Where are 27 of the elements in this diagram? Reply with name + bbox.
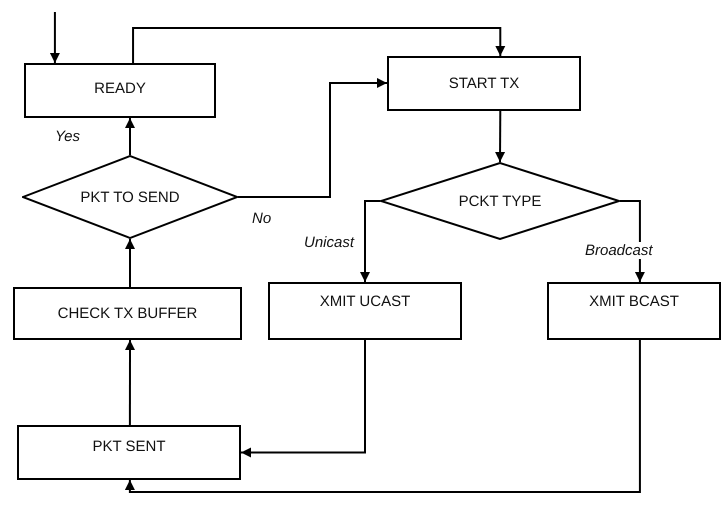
arrow [125, 239, 135, 287]
decision-diamond [380, 162, 620, 240]
node-label: XMIT BCAST [589, 292, 679, 310]
node-label: CHECK TX BUFFER [58, 305, 198, 322]
arrow [124, 340, 641, 493]
process-box [24, 63, 216, 118]
arrow [125, 340, 135, 425]
arrow [360, 200, 380, 282]
process-box [13, 287, 242, 340]
arrow [241, 340, 366, 458]
decision-diamond [22, 155, 238, 239]
node-label: PKT TO SEND [80, 188, 180, 206]
node-label: XMIT UCAST [320, 292, 410, 310]
node-label: PKT SENT [92, 438, 166, 455]
process-box [387, 56, 581, 111]
arrow [50, 12, 60, 63]
node-label: PCKT TYPE [458, 192, 542, 210]
arrow [495, 111, 506, 162]
node-label: START TX [448, 75, 520, 92]
arrow [125, 118, 135, 155]
process-box [268, 282, 462, 340]
process-box [547, 282, 721, 340]
node-label: READY [94, 80, 146, 97]
arrow [132, 27, 506, 63]
arrow [238, 78, 387, 198]
edge-label: Broadcast [585, 242, 653, 259]
process-box [17, 425, 241, 480]
